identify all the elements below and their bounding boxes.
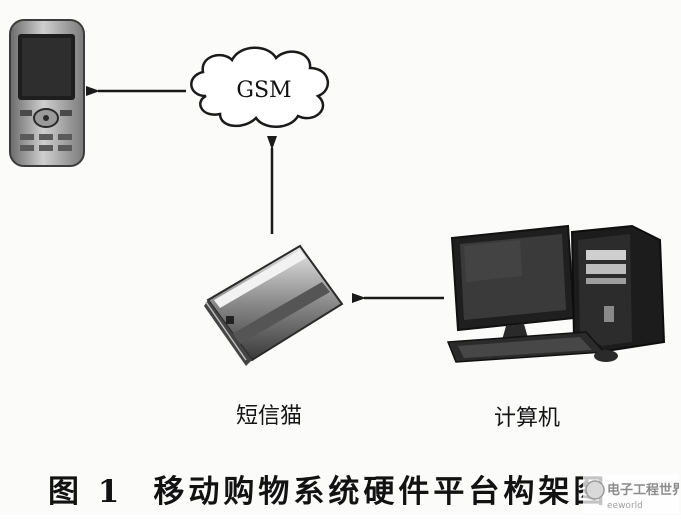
computer-icon <box>446 224 666 363</box>
sms-modem-label: 短信猫 <box>236 404 303 429</box>
watermark-subtext: eeworld <box>607 501 643 511</box>
sms-modem-icon <box>204 244 344 366</box>
figure-number: 图 1 <box>48 474 124 510</box>
figure-title: 移动购物系统硬件平台构架图 <box>153 474 609 510</box>
gsm-cloud-icon: GSM <box>190 46 330 128</box>
watermark-logo: 电子工程世界 eeworld <box>583 474 679 514</box>
mobile-phone-icon <box>9 19 85 167</box>
figure-caption: 图 1 移动购物系统硬件平台构架图 <box>48 466 608 511</box>
watermark-text: 电子工程世界 <box>607 482 679 498</box>
computer-label: 计算机 <box>494 406 561 431</box>
gsm-label: GSM <box>236 78 291 103</box>
